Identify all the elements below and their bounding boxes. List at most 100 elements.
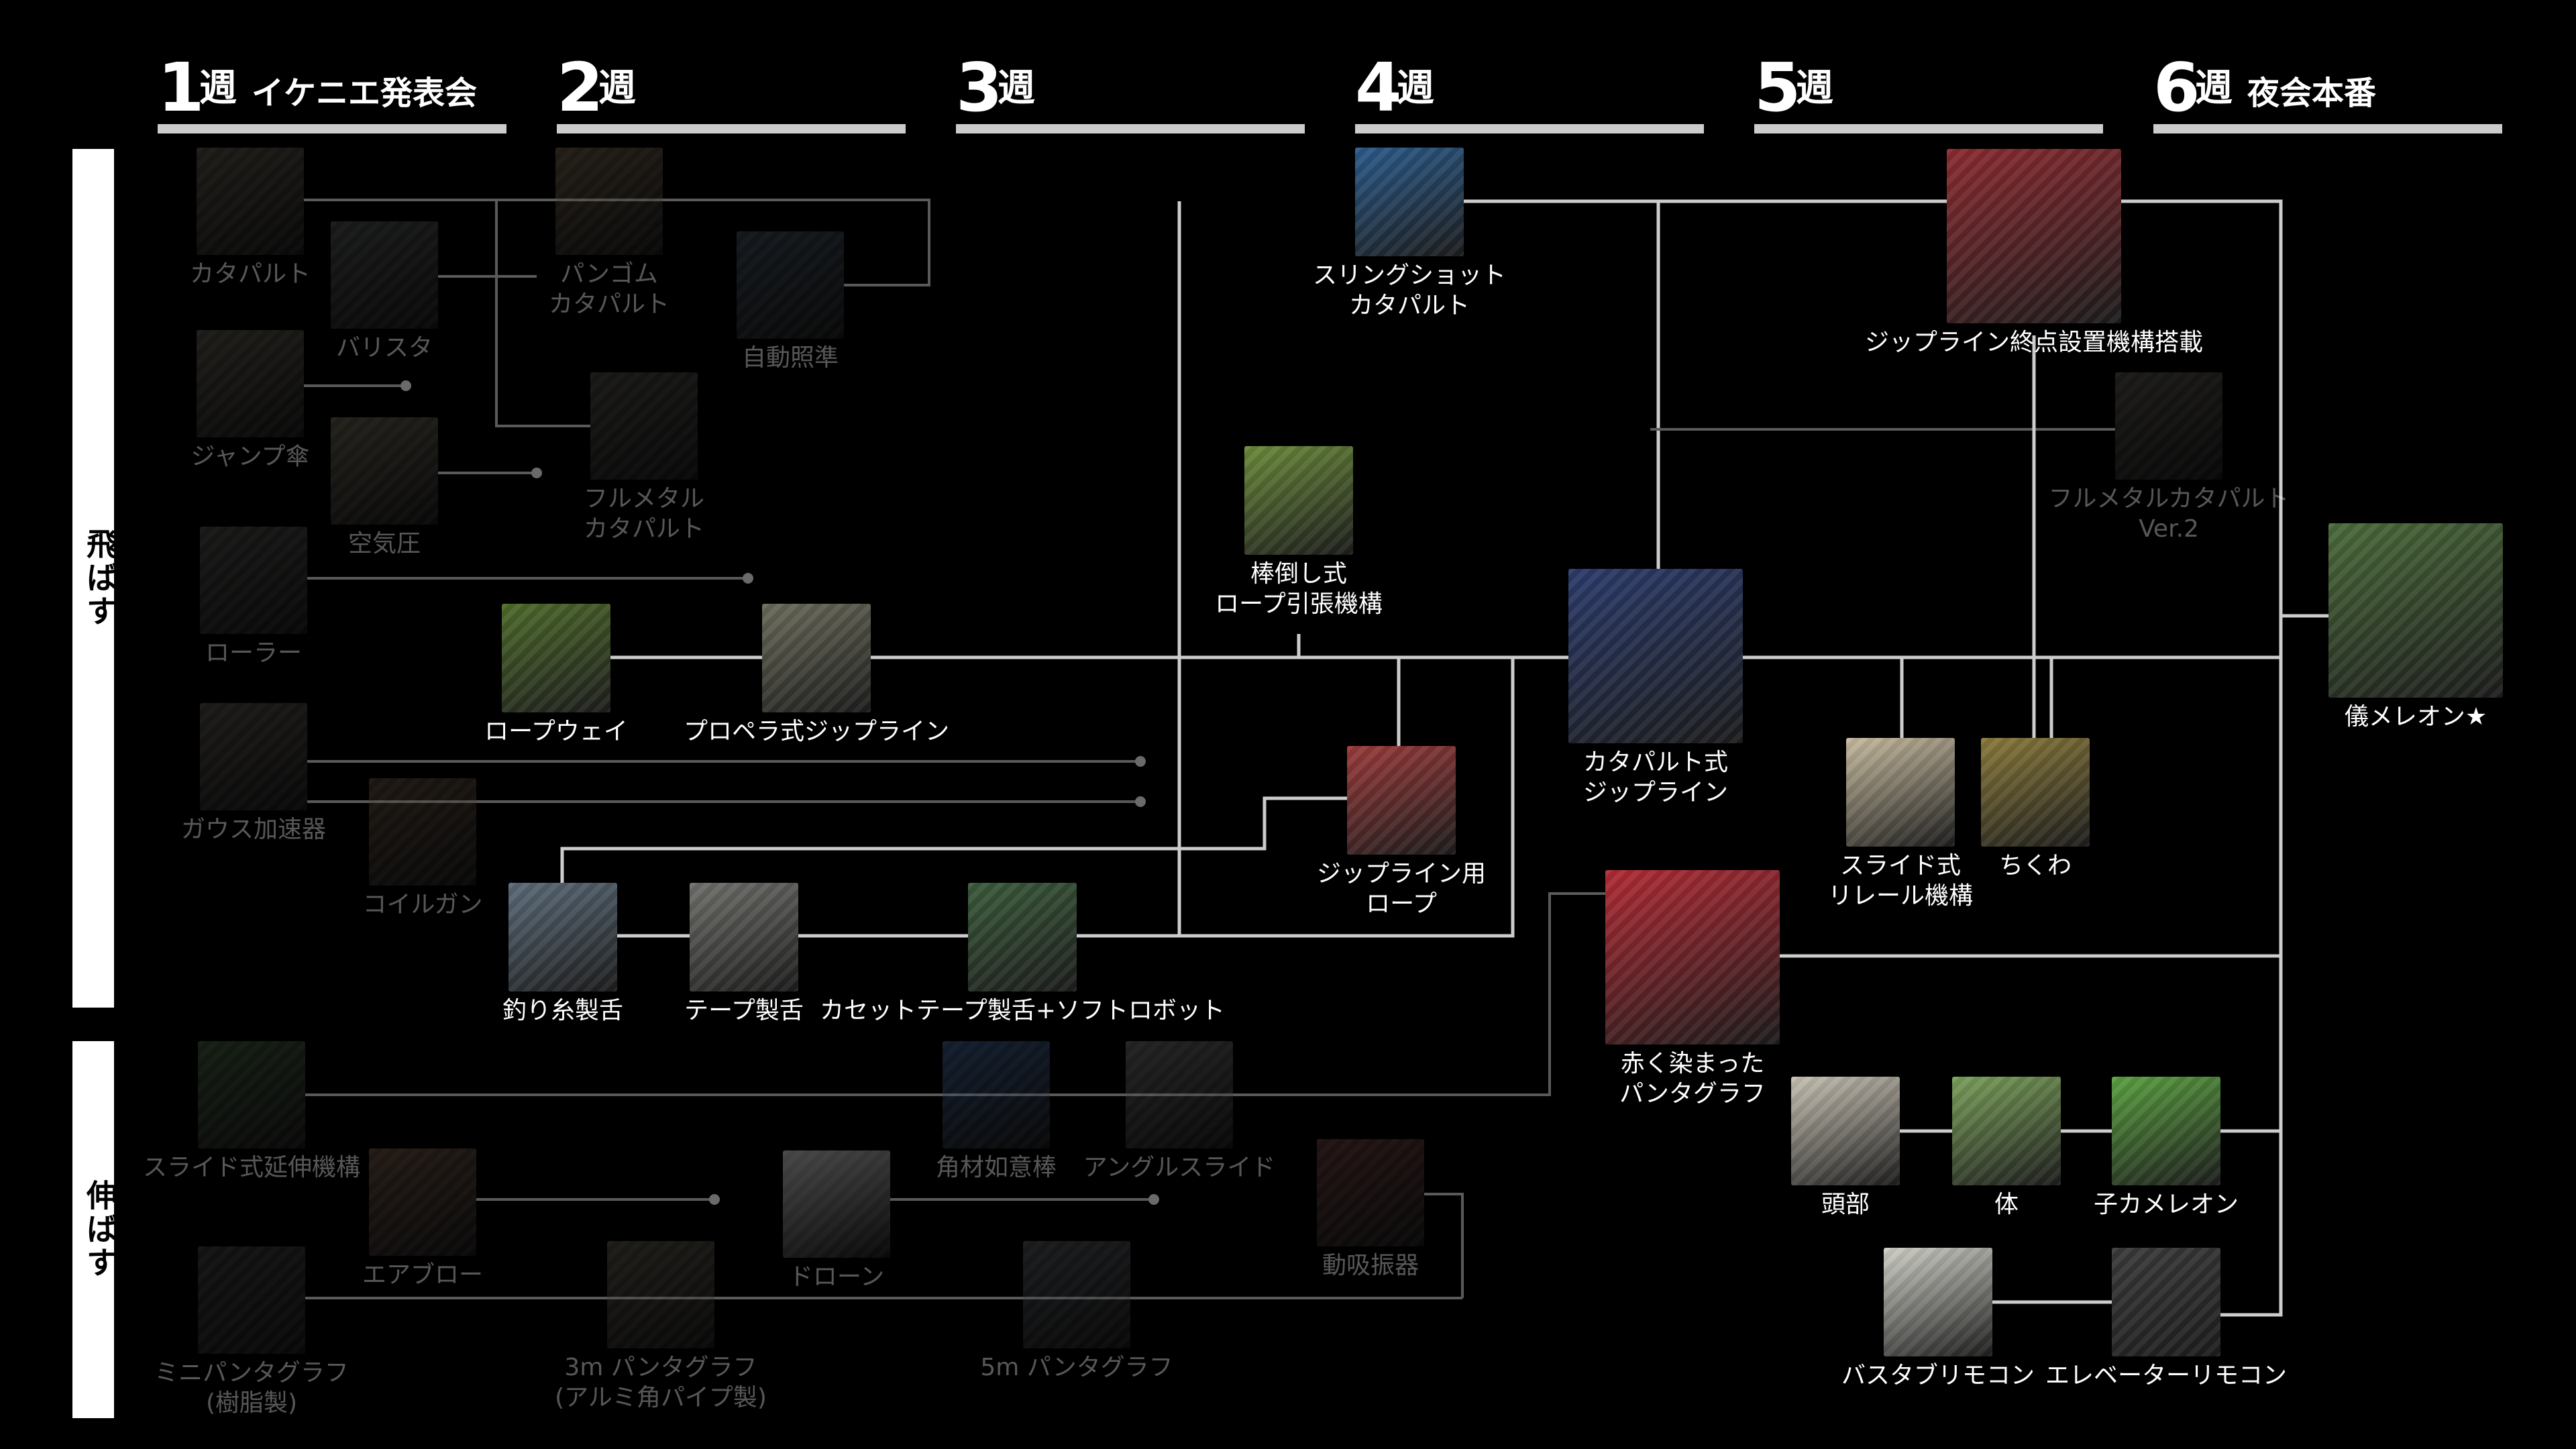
- node-label-line: コイルガン: [362, 891, 483, 918]
- node-label-line: カタパルト: [189, 260, 311, 288]
- photo-thumbnail: [1568, 569, 1743, 743]
- node-slideext: スライド式延伸機構: [143, 1041, 360, 1181]
- node-label-line: フルメタル: [583, 485, 705, 513]
- connector-dot: [1148, 1194, 1159, 1205]
- node-label-line: ロープ引張機構: [1215, 590, 1383, 618]
- node-label: 3m パンタグラフ(アルミ角パイプ製): [555, 1352, 767, 1413]
- connector-dot: [1135, 756, 1146, 767]
- node-airpressure: 空気圧: [331, 417, 438, 557]
- node-label: 棒倒し式ロープ引張機構: [1215, 559, 1383, 619]
- node-label-line: 頭部: [1821, 1191, 1870, 1218]
- photo-thumbnail: [555, 148, 663, 255]
- photo-thumbnail: [690, 883, 798, 991]
- connector-dot: [1135, 796, 1146, 807]
- node-label-line: ロープ: [1366, 890, 1437, 918]
- node-label: スライド式延伸機構: [143, 1152, 360, 1183]
- photo-thumbnail: [968, 883, 1077, 991]
- node-label: バリスタ: [336, 333, 433, 363]
- node-label: 儀メレオン★: [2345, 702, 2487, 732]
- week-unit-3: 週: [998, 66, 1035, 110]
- node-label-line: テープ製舌: [684, 997, 804, 1024]
- node-stickfall: 棒倒し式ロープ引張機構: [1215, 446, 1383, 618]
- photo-thumbnail: [1355, 148, 1464, 256]
- node-label-line: ジップライン用: [1316, 860, 1487, 888]
- photo-thumbnail: [1791, 1077, 1900, 1185]
- node-airblow: エアブロー: [362, 1148, 483, 1289]
- node-elevremote: エレベーターリモコン: [2045, 1248, 2287, 1389]
- photo-thumbnail: [197, 330, 304, 437]
- node-label-line: 3m パンタグラフ: [564, 1354, 757, 1381]
- node-tape: テープ製舌: [684, 883, 804, 1024]
- node-angle: アングルスライド: [1083, 1041, 1275, 1181]
- node-label-line: ガウス加速器: [180, 816, 327, 843]
- node-label: エレベーターリモコン: [2045, 1360, 2287, 1391]
- photo-thumbnail: [1126, 1041, 1233, 1148]
- node-body: 体: [1952, 1077, 2061, 1218]
- photo-thumbnail: [1244, 446, 1353, 555]
- node-label-line: ミニパンタグラフ: [154, 1359, 349, 1387]
- connector-line: [305, 892, 1605, 1096]
- node-label-line: エレベーターリモコン: [2045, 1362, 2288, 1389]
- node-label: 体: [1994, 1189, 2019, 1220]
- photo-thumbnail: [943, 1041, 1050, 1148]
- node-label-line: 釣り糸製舌: [502, 997, 624, 1024]
- node-gauss: ガウス加速器: [181, 703, 326, 843]
- photo-thumbnail: [737, 231, 844, 339]
- photo-thumbnail: [1317, 1139, 1424, 1246]
- node-label-line: ジップライン: [1582, 779, 1729, 806]
- node-label: パンゴムカタパルト: [549, 259, 669, 319]
- node-label: 5m パンタグラフ: [980, 1352, 1173, 1383]
- node-label-line: スライド式延伸機構: [142, 1154, 361, 1181]
- node-catazip: カタパルト式ジップライン: [1568, 569, 1743, 806]
- node-label-line: 子カメレオン: [2093, 1191, 2239, 1218]
- week-sub-6: 夜会本番: [2247, 74, 2377, 112]
- connector-line: [1077, 201, 1181, 938]
- connector-dot: [743, 573, 753, 584]
- node-redpanta: 赤く染まったパンタグラフ: [1605, 870, 1780, 1108]
- node-label-line: カセットテープ製舌+ソフトロボット: [819, 997, 1226, 1024]
- connector-line: [1464, 199, 2283, 1317]
- week-num-1: 1: [158, 48, 205, 127]
- category-extend: 伸ばす: [72, 1041, 118, 1418]
- photo-thumbnail: [1347, 746, 1456, 855]
- photo-thumbnail: [1023, 1241, 1130, 1348]
- node-slingshot: スリングショットカタパルト: [1313, 148, 1506, 319]
- photo-thumbnail: [2115, 372, 2222, 480]
- week-num-5: 5: [1754, 48, 1801, 127]
- node-label: ミニパンタグラフ(樹脂製): [154, 1358, 349, 1418]
- week-sub-1: イケニエ発表会: [252, 74, 478, 112]
- node-bathremote: バスタブリモコン: [1841, 1248, 2035, 1389]
- week-unit-2: 週: [598, 66, 636, 110]
- photo-thumbnail: [1605, 870, 1780, 1044]
- node-ziprope: ジップライン用ロープ: [1317, 746, 1486, 918]
- connector-line: [304, 199, 930, 286]
- node-label-line: フルメタルカタパルト: [2048, 485, 2290, 513]
- node-label-line: アングルスライド: [1083, 1154, 1276, 1181]
- node-fishing: 釣り糸製舌: [502, 883, 623, 1024]
- node-label: ガウス加速器: [181, 814, 326, 845]
- connector-dot: [400, 380, 411, 391]
- node-label-line: 角材如意棒: [935, 1154, 1057, 1181]
- week-num-6: 6: [2153, 48, 2200, 127]
- photo-thumbnail: [2328, 523, 2503, 698]
- node-label-line: エアブロー: [362, 1261, 484, 1289]
- photo-thumbnail: [369, 778, 476, 885]
- photo-thumbnail: [1947, 149, 2121, 323]
- photo-thumbnail: [590, 372, 698, 480]
- node-label-line: 動吸振器: [1322, 1252, 1419, 1279]
- week-unit-4: 週: [1397, 66, 1434, 110]
- node-label-line: 自動照準: [741, 344, 839, 372]
- node-chikuwa: ちくわ: [1981, 738, 2090, 879]
- photo-thumbnail: [331, 417, 438, 525]
- week-unit-6: 週: [2195, 66, 2233, 110]
- node-label: 動吸振器: [1322, 1250, 1419, 1281]
- week-num-4: 4: [1355, 48, 1402, 127]
- node-ballista: バリスタ: [331, 221, 438, 362]
- node-label: エアブロー: [362, 1260, 483, 1290]
- node-label-line: スリングショット: [1312, 262, 1507, 289]
